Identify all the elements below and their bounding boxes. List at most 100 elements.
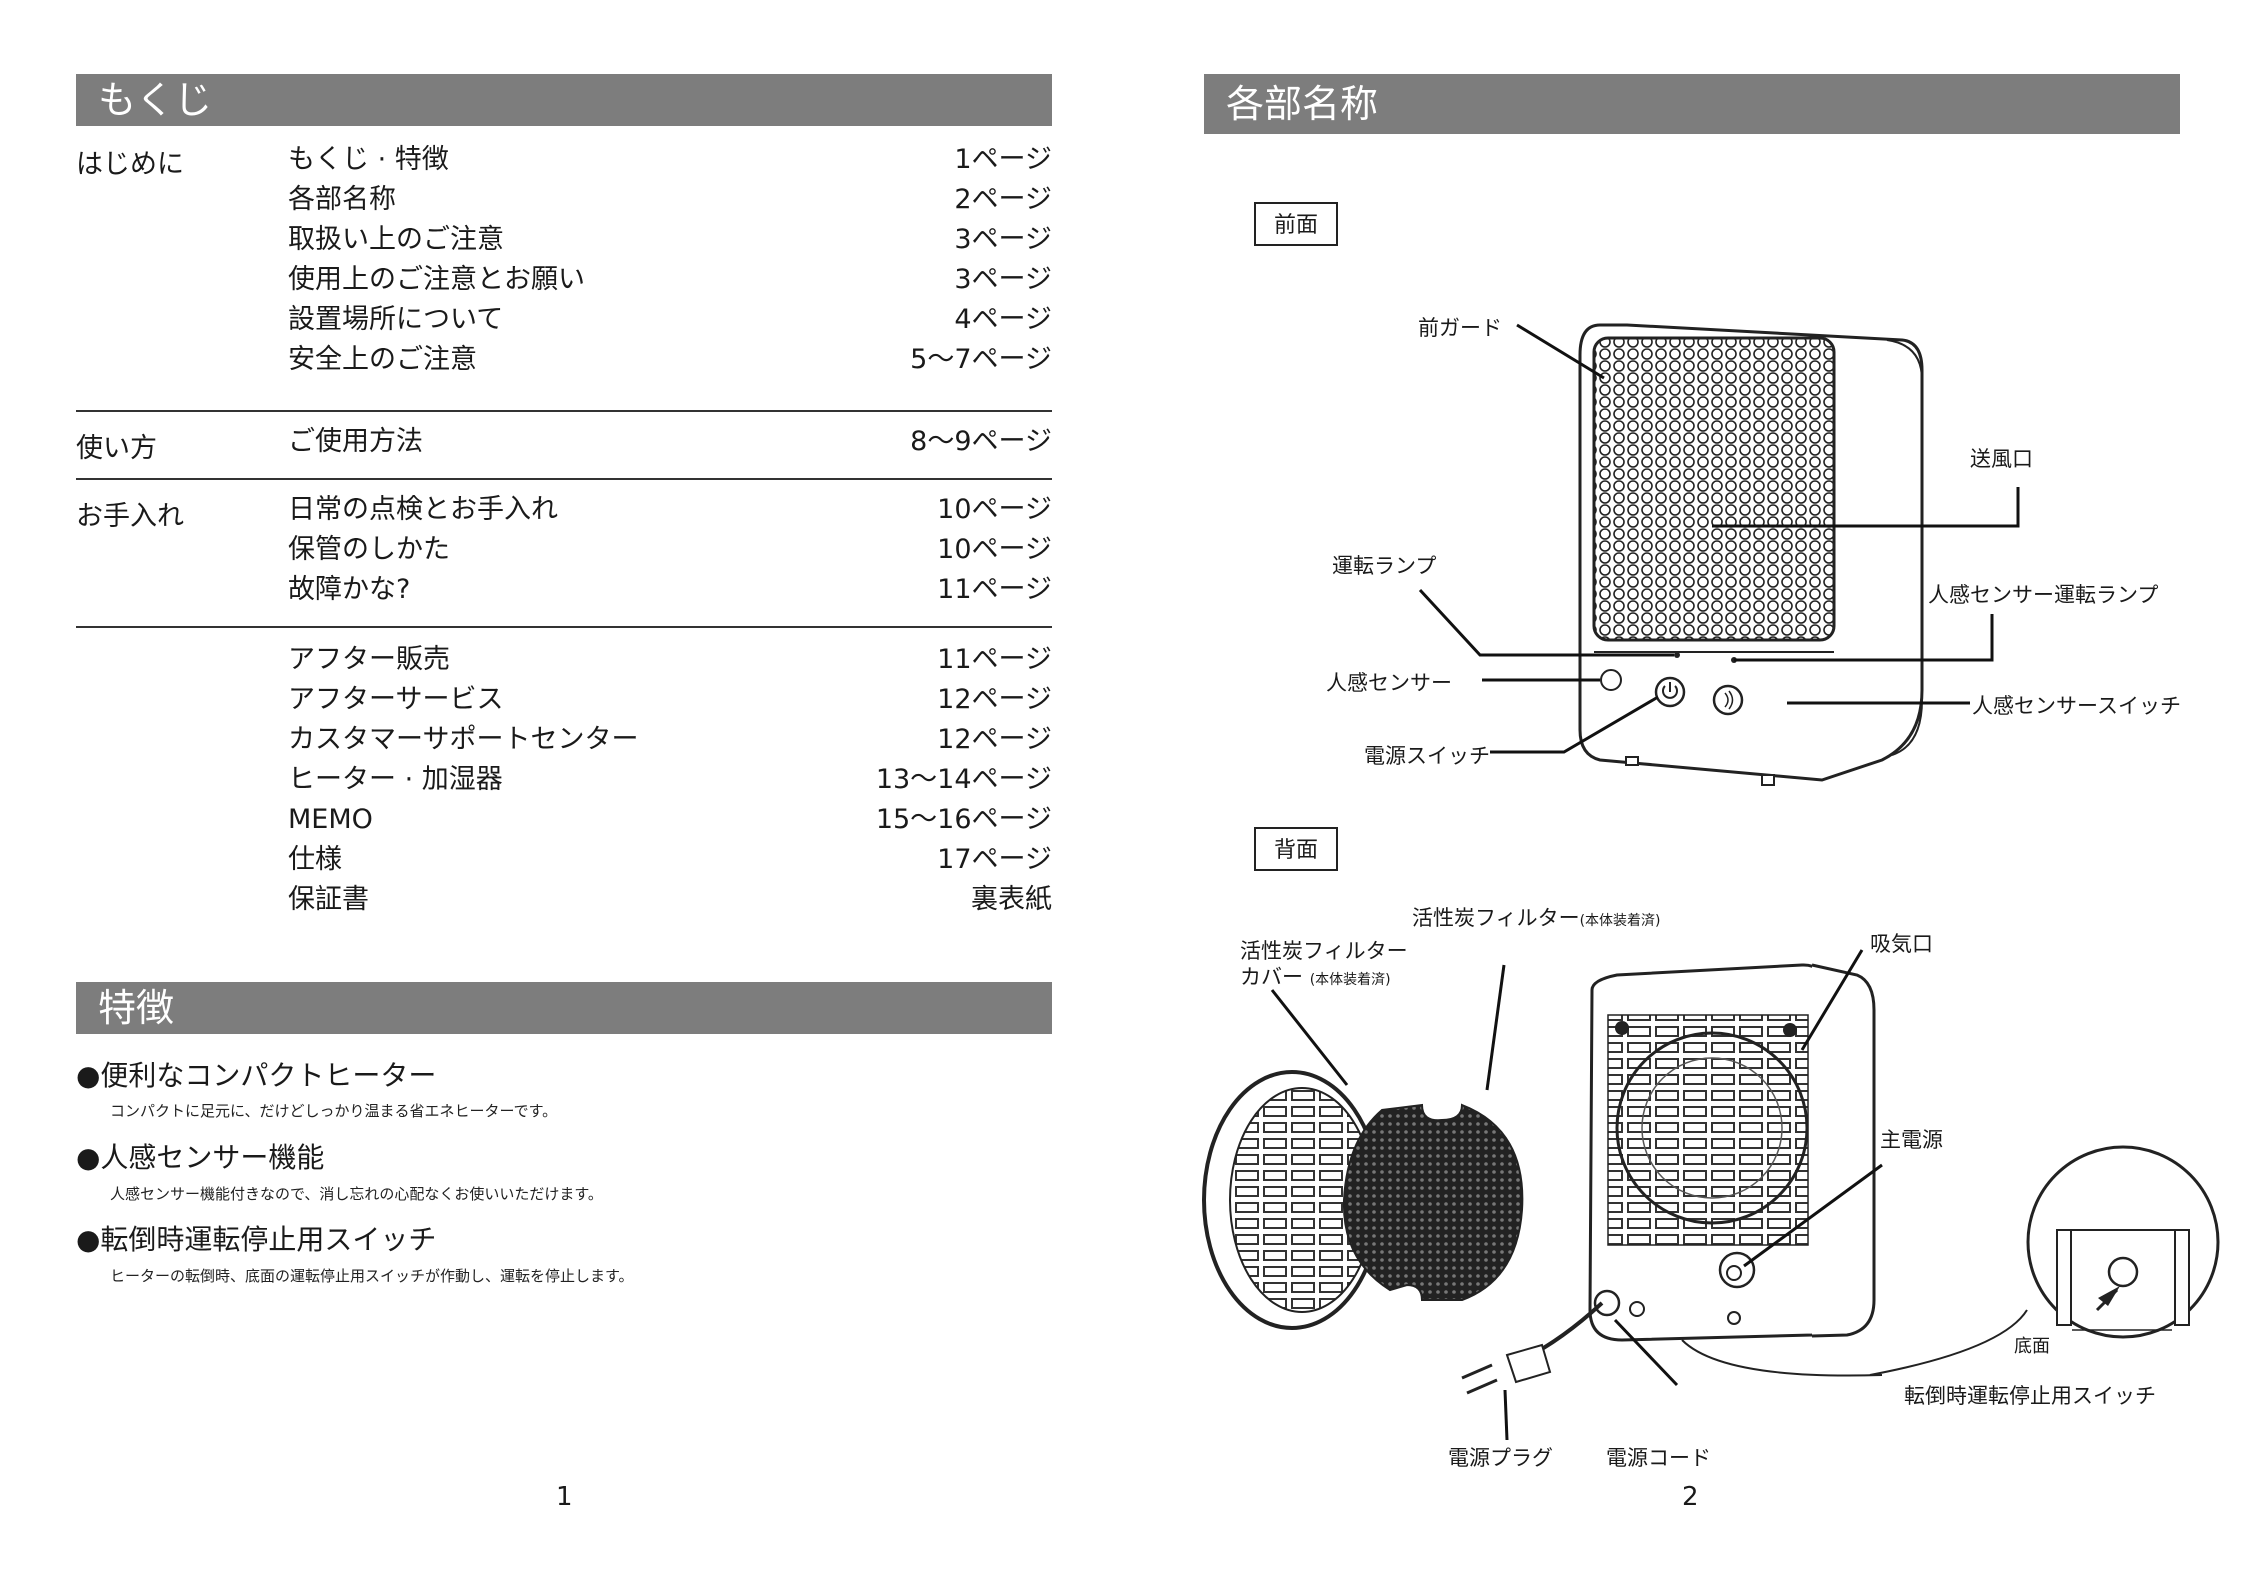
toc-entry[interactable]: 取扱い上のご注意 3ページ [288, 220, 1052, 260]
label-air-outlet: 送風口 [1970, 447, 2033, 471]
toc-entry-page: 2ページ [954, 184, 1052, 215]
toc-entry[interactable]: 各部名称 2ページ [288, 180, 1052, 220]
toc-entry[interactable]: 保証書裏表紙 [288, 880, 1052, 920]
toc-heading: もくじ [76, 74, 1052, 126]
toc-entry-title: 設置場所について [288, 304, 504, 335]
toc-entry-title: 日常の点検とお手入れ [288, 494, 558, 525]
back-leader-lines [1270, 949, 1883, 1441]
toc-entry-title: MEMO [288, 804, 373, 835]
toc-entry-page: 1ページ [954, 144, 1052, 175]
label-power-plug: 電源プラグ [1448, 1446, 1553, 1470]
feature-title: ●便利なコンパクトヒーター [76, 1059, 437, 1092]
toc-entry-page: 3ページ [954, 224, 1052, 255]
parts-diagram [1202, 323, 2220, 1441]
right-page: 各部名称 前面 背面 [1122, 0, 2245, 1587]
toc-entry-page: 11ページ [937, 644, 1052, 675]
carbon-filter-illustration [1342, 1103, 1524, 1301]
toc-category: はじめに [76, 149, 184, 180]
left-page: もくじ はじめに もくじ · 特徴 1ページ 各部名称 2ページ 取扱い上のご注意 3… [0, 0, 1122, 1587]
toc-entry-page: 5〜7ページ [910, 344, 1052, 375]
toc-entry-title: 各部名称 [288, 184, 396, 215]
label-note: (本体装着済) [1309, 972, 1391, 988]
label-sensor-lamp: 人感センサー運転ランプ [1928, 583, 2159, 607]
toc-entry-title: カスタマーサポートセンター [288, 724, 639, 755]
label-air-intake: 吸気口 [1870, 932, 1933, 956]
bottom-detail-inset [1869, 1145, 2220, 1376]
toc-entry[interactable]: ご使用方法 8〜9ページ [288, 422, 1052, 462]
toc-entry-title: ご使用方法 [288, 426, 423, 457]
toc-entry-page: 10ページ [937, 494, 1052, 525]
label-filter-cover: 活性炭フィルター カバー (本体装着済) [1240, 938, 1408, 993]
toc-entry-title: 保管のしかた [288, 534, 450, 565]
feature-title: ●転倒時運転停止用スイッチ [76, 1223, 437, 1256]
toc-entry[interactable]: 日常の点検とお手入れ 10ページ [288, 490, 1052, 530]
toc-entry[interactable]: カスタマーサポートセンター 12ページ [288, 720, 1052, 760]
label-tip-over-switch: 転倒時運転停止用スイッチ [1904, 1384, 2156, 1408]
toc-entry[interactable]: 故障かな? 11ページ [288, 570, 1052, 610]
label-power-cord: 電源コード [1606, 1446, 1711, 1470]
toc-entry-title: ヒーター · 加湿器 [288, 764, 503, 795]
toc-entry-title: 仕様 [288, 844, 342, 875]
toc-entry[interactable]: ヒーター · 加湿器 13〜14ページ [288, 760, 1052, 800]
toc-entry-page: 17ページ [937, 844, 1052, 875]
toc-entry-page: 10ページ [937, 534, 1052, 565]
filter-cover-illustration [1202, 1070, 1382, 1330]
toc-entry-page: 4ページ [954, 304, 1052, 335]
feature-description: コンパクトに足元に、だけどしっかり温まる省エネヒーターです。 [110, 1102, 558, 1120]
toc-entry-title: 故障かな? [288, 574, 411, 605]
label-note: (本体装着済) [1579, 913, 1661, 929]
feature-description: 人感センサー機能付きなので、消し忘れの心配なくお使いいただけます。 [110, 1185, 603, 1203]
features-heading: 特徴 [76, 982, 1052, 1034]
toc-entry[interactable]: 設置場所について 4ページ [288, 300, 1052, 340]
toc-entry-title: 取扱い上のご注意 [288, 224, 504, 255]
label-power-switch: 電源スイッチ [1364, 744, 1490, 768]
page-number: 1 [556, 1482, 573, 1512]
toc-entry-page: 12ページ [937, 724, 1052, 755]
toc-entry-page: 12ページ [937, 684, 1052, 715]
label-operation-lamp: 運転ランプ [1332, 554, 1437, 578]
toc-entry-page: 13〜14ページ [875, 764, 1052, 795]
toc-entry-title: アフターサービス [288, 684, 504, 715]
label-sensor-switch: 人感センサースイッチ [1972, 694, 2181, 718]
feature-description: ヒーターの転倒時、底面の運転停止用スイッチが作動し、運転を停止します。 [110, 1267, 634, 1285]
label-main-power: 主電源 [1880, 1128, 1943, 1152]
toc-entry-page: 8〜9ページ [910, 426, 1052, 457]
label-carbon-filter: 活性炭フィルター(本体装着済) [1412, 902, 1661, 932]
label-text: 活性炭フィルター [1240, 939, 1408, 963]
front-leader-lines [1418, 323, 2020, 754]
toc-entry-title: もくじ · 特徴 [288, 144, 449, 175]
label-front-guard: 前ガード [1418, 316, 1502, 340]
label-motion-sensor: 人感センサー [1326, 671, 1452, 695]
toc-entry-page: 11ページ [937, 574, 1052, 605]
toc-group-care: お手入れ 日常の点検とお手入れ 10ページ 保管のしかた 10ページ 故障かな? 11… [76, 478, 1052, 628]
parts-heading: 各部名称 [1204, 74, 2180, 134]
toc-entry[interactable]: 仕様 17ページ [288, 840, 1052, 880]
toc-entry[interactable]: もくじ · 特徴 1ページ [288, 140, 1052, 180]
toc-entry-title: 使用上のご注意とお願い [288, 264, 585, 295]
toc-group-usage: 使い方 ご使用方法 8〜9ページ [76, 410, 1052, 478]
toc-entry-title: 安全上のご注意 [288, 344, 477, 375]
front-heater-illustration [1578, 323, 1924, 786]
toc-entry-page: 3ページ [954, 264, 1052, 295]
label-bottom: 底面 [2014, 1336, 2050, 1357]
toc-entry[interactable]: 保管のしかた 10ページ [288, 530, 1052, 570]
toc-entry[interactable]: MEMO 15〜16ページ [288, 800, 1052, 840]
toc-entry[interactable]: アフターサービス 12ページ [288, 680, 1052, 720]
toc-category: お手入れ [76, 501, 184, 532]
back-heater-illustration [1461, 963, 1883, 1395]
toc-group-other: アフター販売 11ページ アフターサービス 12ページ カスタマーサポートセンター 1… [76, 626, 1052, 928]
toc-entry[interactable]: 使用上のご注意とお願い 3ページ [288, 260, 1052, 300]
toc-category: 使い方 [76, 433, 157, 464]
toc-entry-page: 裏表紙 [971, 884, 1052, 915]
page-number: 2 [1682, 1482, 1699, 1512]
label-text: カバー [1240, 965, 1303, 989]
toc-entry-title: アフター販売 [288, 644, 450, 675]
toc-entry[interactable]: 安全上のご注意 5〜7ページ [288, 340, 1052, 380]
toc-entry-page: 15〜16ページ [875, 804, 1052, 835]
feature-title: ●人感センサー機能 [76, 1141, 325, 1174]
toc-entry[interactable]: アフター販売 11ページ [288, 640, 1052, 680]
front-view-label: 前面 [1254, 202, 1338, 246]
label-text: 活性炭フィルター [1412, 906, 1580, 930]
back-view-label: 背面 [1254, 827, 1338, 871]
